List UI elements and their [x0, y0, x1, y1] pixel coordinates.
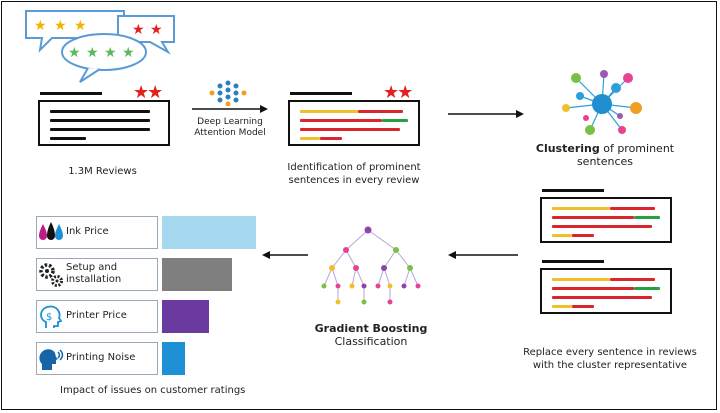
- clustering-label: Clustering of prominent sentences: [535, 142, 675, 168]
- svg-text:★: ★: [122, 45, 135, 61]
- impact-label: Printer Price: [66, 310, 127, 321]
- replace-label: Replace every sentence in reviews with t…: [523, 347, 697, 371]
- svg-text:★: ★: [54, 18, 67, 34]
- arrow-right-1: [192, 105, 268, 113]
- boosting-label: Gradient Boosting Classification: [314, 322, 428, 348]
- svg-text:$: $: [46, 312, 52, 323]
- impact-bar: [162, 258, 232, 291]
- arrow-right-2: [448, 110, 524, 118]
- svg-text:★: ★: [68, 45, 81, 61]
- svg-text:★: ★: [104, 45, 117, 61]
- cluster-network-icon: [562, 70, 642, 135]
- decision-tree-icon: [321, 226, 421, 305]
- replaced-review-card-1: [540, 185, 674, 245]
- gears-icon: [38, 262, 64, 292]
- svg-text:★: ★: [74, 18, 87, 34]
- dollar-head-icon: $: [38, 304, 64, 334]
- svg-text:★: ★: [86, 45, 99, 61]
- neural-network-icon: [209, 80, 247, 106]
- svg-text:★: ★: [34, 18, 47, 34]
- impact-bar: [162, 342, 185, 375]
- impact-bar: [162, 300, 209, 333]
- noise-head-icon: [38, 346, 64, 376]
- review-card-raw: ★★: [38, 82, 172, 148]
- svg-text:★: ★: [150, 22, 163, 38]
- impact-bar: [162, 216, 256, 249]
- review-card-highlighted: ★★: [288, 82, 422, 148]
- impact-label: Setup and installation: [66, 262, 122, 285]
- ink-drops-icon: [38, 220, 64, 248]
- arrow-left-2: [262, 251, 308, 259]
- impact-label: Printing Noise: [66, 352, 136, 363]
- two-star-rating-icon: ★★: [383, 82, 413, 103]
- impact-caption: Impact of issues on customer ratings: [60, 385, 246, 396]
- model-label: Deep Learning Attention Model: [194, 117, 266, 138]
- review-bubbles-icon: ★ ★ ★ ★ ★ ★ ★ ★ ★: [25, 10, 175, 83]
- identification-label: Identification of prominent sentences in…: [287, 162, 421, 186]
- arrow-left-1: [448, 251, 518, 259]
- svg-text:★: ★: [132, 22, 145, 38]
- reviews-label: 1.3M Reviews: [68, 166, 137, 177]
- impact-label: Ink Price: [66, 226, 109, 237]
- replaced-review-card-2: [540, 256, 674, 316]
- impact-label-box: [36, 300, 158, 333]
- two-star-rating-icon: ★★: [133, 82, 163, 103]
